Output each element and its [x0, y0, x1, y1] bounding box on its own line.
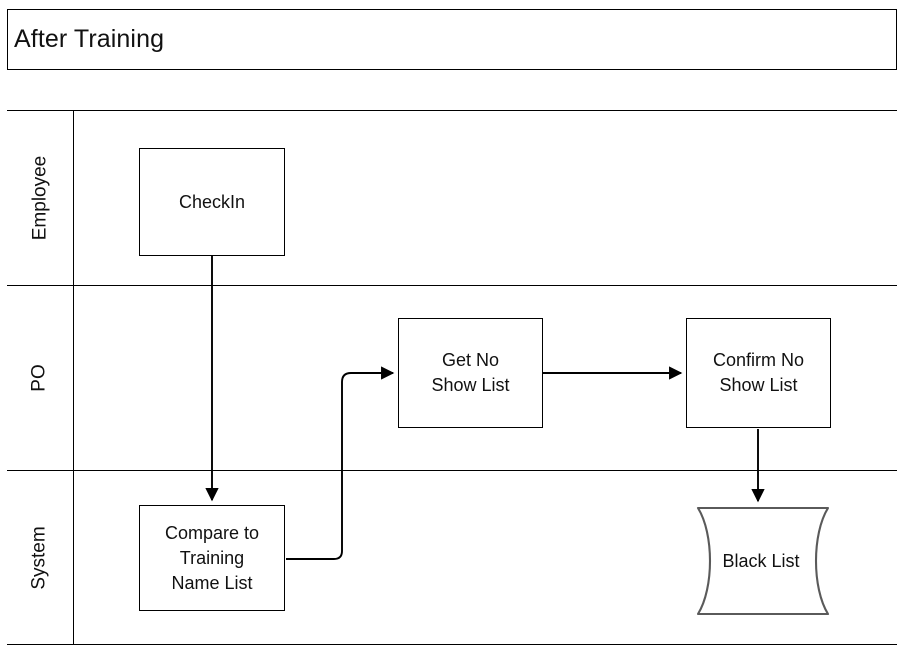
- lane-label-employee: Employee: [7, 111, 74, 285]
- node-black-list-label: Black List: [722, 550, 800, 571]
- lane-label-po-text: PO: [28, 364, 50, 392]
- lane-label-system-text: System: [28, 525, 50, 590]
- node-get-no-show[interactable]: Get No Show List: [398, 318, 543, 428]
- data-store-icon: [696, 506, 830, 616]
- lane-label-po: PO: [7, 286, 74, 470]
- lane-label-employee-text: Employee: [29, 155, 50, 241]
- pool-title: After Training: [7, 9, 897, 70]
- node-black-list[interactable]: Black List: [688, 504, 834, 618]
- node-checkin[interactable]: CheckIn: [139, 148, 285, 256]
- node-compare-to-training-name-list[interactable]: Compare to Training Name List: [139, 505, 285, 611]
- pool-title-text: After Training: [14, 24, 165, 53]
- lane-label-system: System: [7, 471, 74, 644]
- node-confirm-no-show-label: Confirm No Show List: [712, 350, 805, 395]
- node-get-no-show-label: Get No Show List: [431, 350, 510, 395]
- node-compare-label: Compare to Training Name List: [164, 522, 260, 593]
- pool-header-band: [7, 70, 897, 111]
- node-confirm-no-show[interactable]: Confirm No Show List: [686, 318, 831, 428]
- node-checkin-label: CheckIn: [178, 191, 246, 212]
